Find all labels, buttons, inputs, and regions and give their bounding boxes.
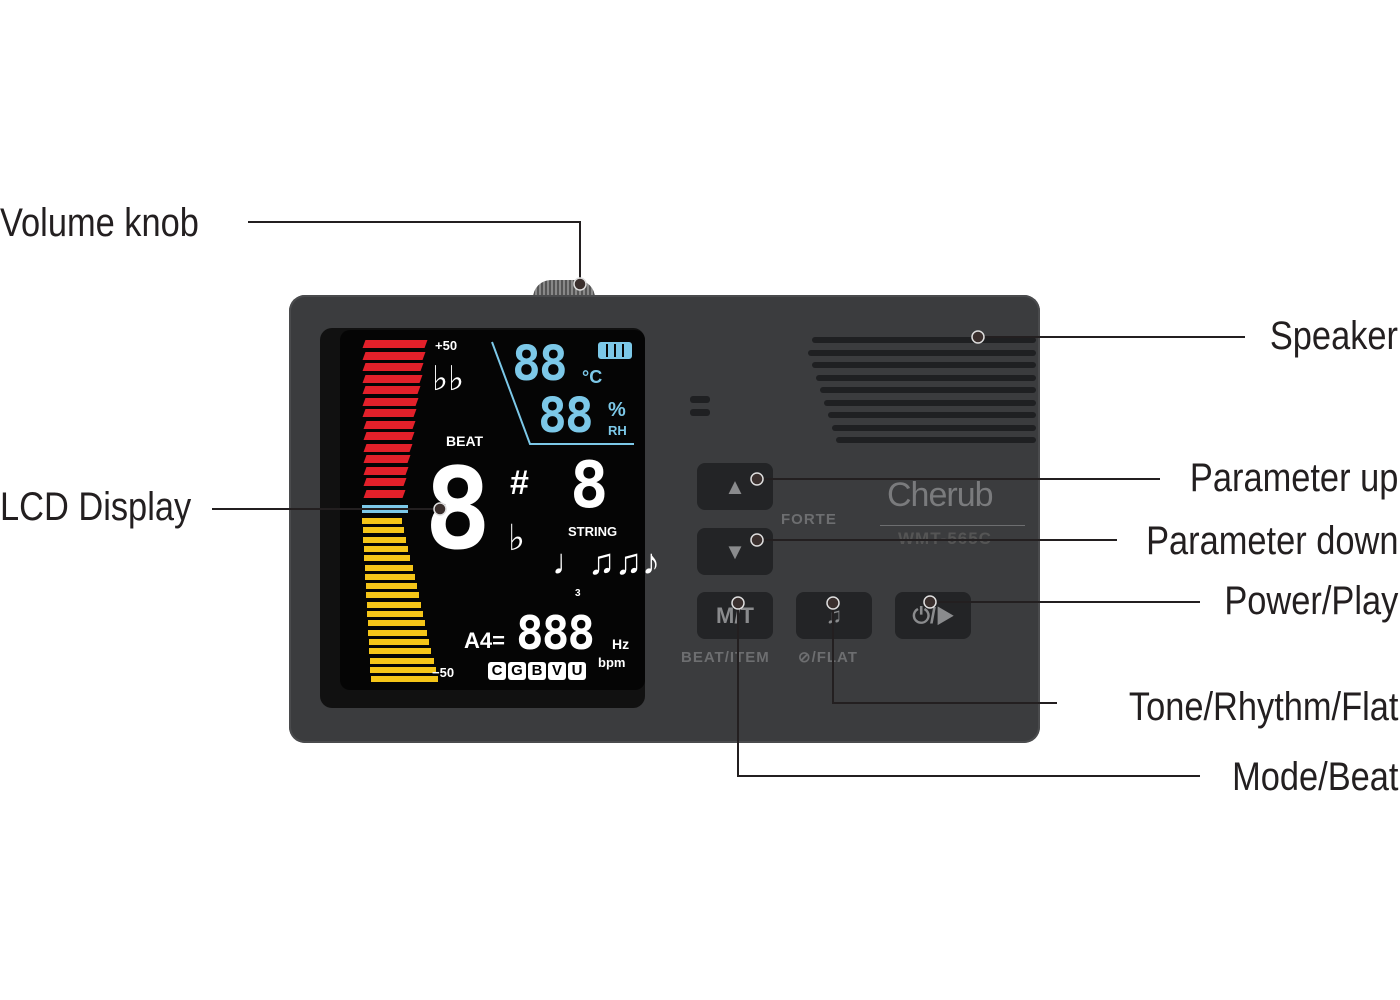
- sharp-indicator: #: [510, 464, 529, 502]
- callout-parameter-up: Parameter up: [1189, 456, 1398, 500]
- callout-mode-beat: Mode/Beat: [1231, 755, 1398, 799]
- mode-indicator-b: B: [528, 662, 546, 680]
- speaker-slot: [824, 399, 1036, 406]
- triangle-down-icon: ▼: [724, 538, 746, 564]
- power-play-button[interactable]: ⏻/▶: [895, 592, 971, 639]
- meter-bar-flat: [368, 638, 430, 645]
- mode-indicator-g: G: [508, 662, 526, 680]
- plus50-label: +50: [435, 338, 458, 353]
- mode-indicator-u: U: [568, 662, 586, 680]
- triangle-up-icon: ▲: [724, 473, 746, 499]
- callout-tone-rhythm-flat: Tone/Rhythm/Flat: [1128, 685, 1398, 729]
- speaker-slot: [816, 374, 1036, 381]
- callout-speaker: Speaker: [1269, 314, 1398, 358]
- callout-lcd-display: LCD Display: [0, 485, 192, 529]
- speaker-slot: [832, 424, 1036, 431]
- meter-bar-flat: [369, 657, 434, 664]
- celsius-unit: °C: [582, 367, 603, 387]
- mode-indicator-v: V: [548, 662, 566, 680]
- speaker-slot: [812, 362, 1036, 368]
- meter-bar-flat: [368, 629, 428, 636]
- meter-bar-flat: [364, 564, 413, 571]
- meter-bar-flat: [369, 648, 432, 655]
- rhythm-icons: ♩♫♫♪: [552, 541, 660, 582]
- string-digit: 8: [570, 449, 609, 523]
- parameter-up-button[interactable]: ▲: [697, 463, 773, 510]
- a4-label: A4=: [464, 628, 505, 653]
- hz-unit: Hz: [612, 636, 630, 652]
- callout-power-play: Power/Play: [1224, 579, 1398, 623]
- minus50-label: −50: [432, 665, 455, 680]
- speaker-slot: [812, 337, 1036, 343]
- flat-indicator: ♭: [508, 517, 525, 558]
- frequency-digits: 888: [516, 606, 595, 660]
- speaker-slot: [836, 437, 1036, 443]
- lcd-display: +50 −50 ♭♭ 88 °C 88 % RH BEAT 8 # ♭ 8 ST…: [340, 330, 660, 690]
- logo-divider: [880, 525, 1025, 526]
- forte-label: FORTE: [781, 511, 837, 528]
- meter-bar-flat: [367, 620, 426, 627]
- double-flat-indicator: ♭♭: [432, 360, 465, 398]
- meter-bar-flat: [365, 583, 417, 590]
- string-label: STRING: [568, 524, 618, 539]
- meter-bar-flat: [362, 518, 402, 524]
- beat-label: BEAT: [446, 433, 484, 449]
- rh-unit: RH: [608, 423, 627, 438]
- env-divider: [491, 341, 634, 445]
- meter-bar-flat: [370, 676, 438, 683]
- bpm-unit: bpm: [598, 655, 626, 670]
- model-label: WMT-565C: [898, 529, 992, 548]
- meter-bar-flat: [367, 611, 423, 617]
- speaker-slot: [808, 349, 1036, 356]
- meter-bar-flat: [364, 555, 411, 562]
- percent-unit: %: [608, 399, 626, 421]
- meter-bar-flat: [366, 592, 419, 599]
- speaker-slot: [820, 387, 1036, 393]
- mode-indicator-c: C: [488, 662, 506, 680]
- triplet-label: 3: [575, 588, 581, 599]
- mic-hole: [690, 409, 710, 416]
- flat-label: ⊘/FLAT: [798, 649, 858, 666]
- humidity-digits: 88: [538, 388, 594, 444]
- beat-item-label: BEAT/ITEM: [681, 649, 770, 666]
- temperature-digits: 88: [512, 336, 568, 392]
- meter-bar-flat: [370, 666, 436, 673]
- meter-bar-flat: [362, 527, 405, 534]
- speaker-slot: [828, 412, 1036, 418]
- brand-logo: Cherub: [887, 476, 994, 514]
- callout-volume-knob: Volume knob: [0, 201, 199, 245]
- meter-bar-flat: [363, 536, 407, 543]
- mic-hole: [690, 396, 710, 403]
- meter-bar-flat: [366, 601, 421, 608]
- battery-icon: [598, 342, 632, 359]
- meter-bar-flat: [365, 573, 415, 580]
- callout-parameter-down: Parameter down: [1145, 519, 1398, 563]
- meter-bar-flat: [363, 545, 409, 552]
